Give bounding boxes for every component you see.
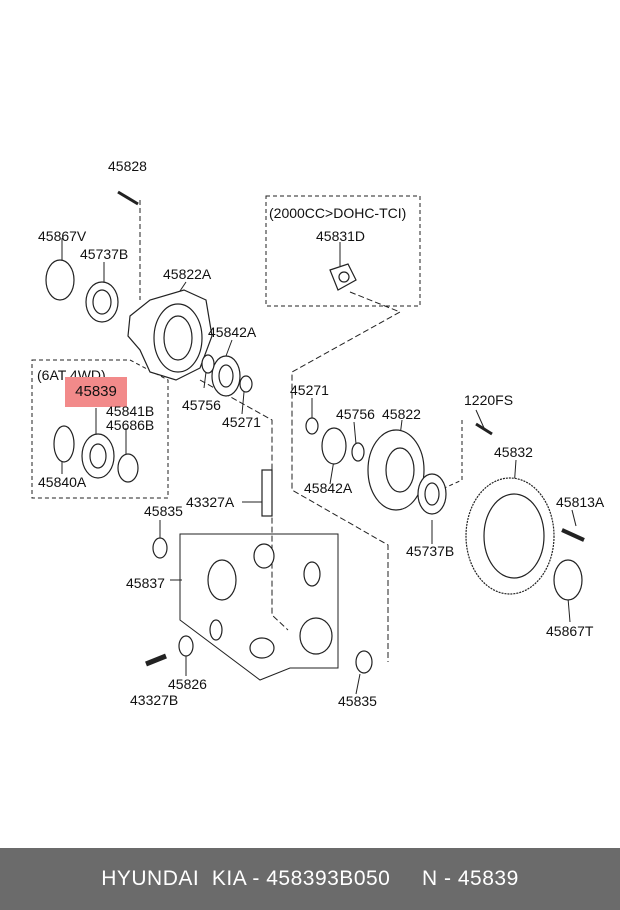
label-45828[interactable]: 45828: [108, 158, 147, 174]
part-footer: HYUNDAI KIA - 458393B050 N - 45839: [0, 848, 620, 910]
footer-part-number: N - 45839: [422, 867, 519, 890]
footer-title: HYUNDAI KIA - 458393B050: [101, 867, 391, 890]
label-43327b[interactable]: 43327B: [130, 692, 179, 708]
ring-45756-right: [351, 442, 365, 462]
label-45271-right[interactable]: 45271: [290, 382, 329, 398]
shaft-43327a: [261, 469, 273, 517]
label-45835-top[interactable]: 45835: [144, 503, 183, 519]
side-gear-left: [207, 559, 237, 601]
pin-43327b: [145, 653, 167, 667]
label-1220fs[interactable]: 1220FS: [464, 392, 514, 408]
ring-45271-right: [305, 417, 319, 435]
label-45842a-top[interactable]: 45842A: [208, 324, 257, 340]
ring-45835-bottom: [355, 650, 373, 674]
label-45822[interactable]: 45822: [382, 406, 421, 422]
footer-spacer: [390, 867, 422, 890]
label-45867t[interactable]: 45867T: [546, 623, 594, 639]
label-45831d[interactable]: 45831D: [316, 228, 366, 244]
label-45822a[interactable]: 45822A: [163, 266, 212, 282]
washer-45826: [178, 635, 194, 657]
label-43327a[interactable]: 43327A: [186, 494, 235, 510]
side-gear-right: [299, 617, 333, 655]
pinion-gear-top: [253, 543, 275, 569]
exploded-parts-diagram: [31, 190, 585, 695]
label-45837[interactable]: 45837: [126, 575, 165, 591]
pinion-gear-bottom: [249, 637, 275, 659]
label-45842a-bottom[interactable]: 45842A: [304, 480, 353, 496]
label-45756-right[interactable]: 45756: [336, 406, 375, 422]
drive-variant-box: [31, 359, 169, 499]
bolt-45813a: [561, 528, 585, 542]
shim-45867t: [553, 559, 583, 601]
label-45841b[interactable]: 45841B: [106, 403, 155, 419]
ring-45840a: [53, 425, 75, 463]
group-label-engine: (2000CC>DOHC-TCI): [269, 205, 407, 221]
shim-45867v: [45, 259, 75, 301]
washer-45842a-bottom: [321, 427, 347, 465]
ring-45756-left: [201, 354, 215, 374]
ring-45271-left: [239, 375, 253, 393]
ring-45835-top: [152, 537, 168, 559]
label-45832[interactable]: 45832: [494, 444, 533, 460]
label-45271-left[interactable]: 45271: [222, 414, 261, 430]
label-45686b[interactable]: 45686B: [106, 417, 155, 433]
pin-45828: [117, 190, 139, 206]
label-45737b-bottom[interactable]: 45737B: [406, 543, 455, 559]
pinion-gear-right: [303, 561, 321, 587]
bushing-45686b: [117, 453, 139, 483]
engine-variant-box: [265, 195, 421, 307]
washer-small: [209, 619, 223, 641]
label-45737b-top[interactable]: 45737B: [80, 246, 129, 262]
label-45813a[interactable]: 45813A: [556, 494, 605, 510]
label-45756-left[interactable]: 45756: [182, 397, 221, 413]
label-45835-bottom[interactable]: 45835: [338, 693, 377, 709]
label-45826[interactable]: 45826: [168, 676, 207, 692]
bolt-1220fs: [475, 422, 493, 436]
label-45839-highlight[interactable]: 45839: [65, 377, 127, 407]
label-45840a[interactable]: 45840A: [38, 474, 87, 490]
label-45867v[interactable]: 45867V: [38, 228, 87, 244]
